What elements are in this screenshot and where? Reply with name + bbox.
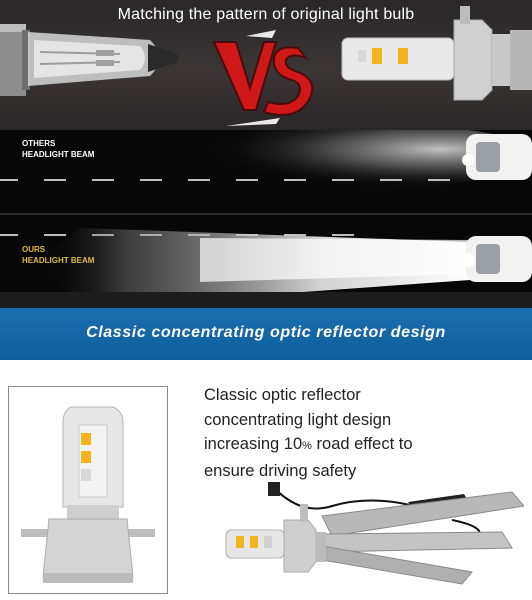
header-title: Matching the pattern of original light b… xyxy=(117,6,415,23)
vs-logo xyxy=(212,30,314,126)
feature-banner: Classic concentrating optic reflector de… xyxy=(0,308,532,360)
led-bulb-image xyxy=(341,6,532,101)
description-line4: ensure driving safety xyxy=(204,461,357,480)
led-bulb-closeup-image xyxy=(21,406,155,583)
description-line1: Classic optic reflector xyxy=(204,386,361,404)
car-bottom xyxy=(461,236,532,282)
feature-description: Classic optic reflector concentrating li… xyxy=(204,383,524,483)
car-top xyxy=(462,134,532,180)
others-beam-label: OTHERS HEADLIGHT BEAM xyxy=(22,138,94,160)
halogen-vs-led-graphic xyxy=(0,6,532,126)
banner-title: Classic concentrating optic reflector de… xyxy=(86,324,446,341)
road-scene-graphic xyxy=(0,130,532,308)
product-image-frame xyxy=(8,386,168,594)
description-line3: increasing 10% road effect to xyxy=(204,432,524,459)
description-line3-start: increasing 10 xyxy=(204,435,303,453)
ours-label-line1: OURS xyxy=(22,245,46,254)
others-beam xyxy=(140,130,532,190)
ours-beam-label: OURS HEADLIGHT BEAM xyxy=(22,244,94,266)
others-label-line1: OTHERS xyxy=(22,139,56,148)
lane-markings-upper xyxy=(0,179,450,181)
halogen-bulb-image xyxy=(0,24,178,96)
percent-sign: % xyxy=(302,440,312,452)
others-label-line2: HEADLIGHT BEAM xyxy=(22,150,95,159)
led-bulb-with-heatsink-image xyxy=(225,482,524,585)
ours-label-line2: HEADLIGHT BEAM xyxy=(22,256,95,265)
description-line2: concentrating light design xyxy=(204,410,392,429)
comparison-header: Matching the pattern of original light b… xyxy=(0,0,532,130)
description-line3-end: road effect to xyxy=(311,435,413,453)
road-beam-comparison: OTHERS HEADLIGHT BEAM OURS HEADLIGHT BEA… xyxy=(0,130,532,308)
